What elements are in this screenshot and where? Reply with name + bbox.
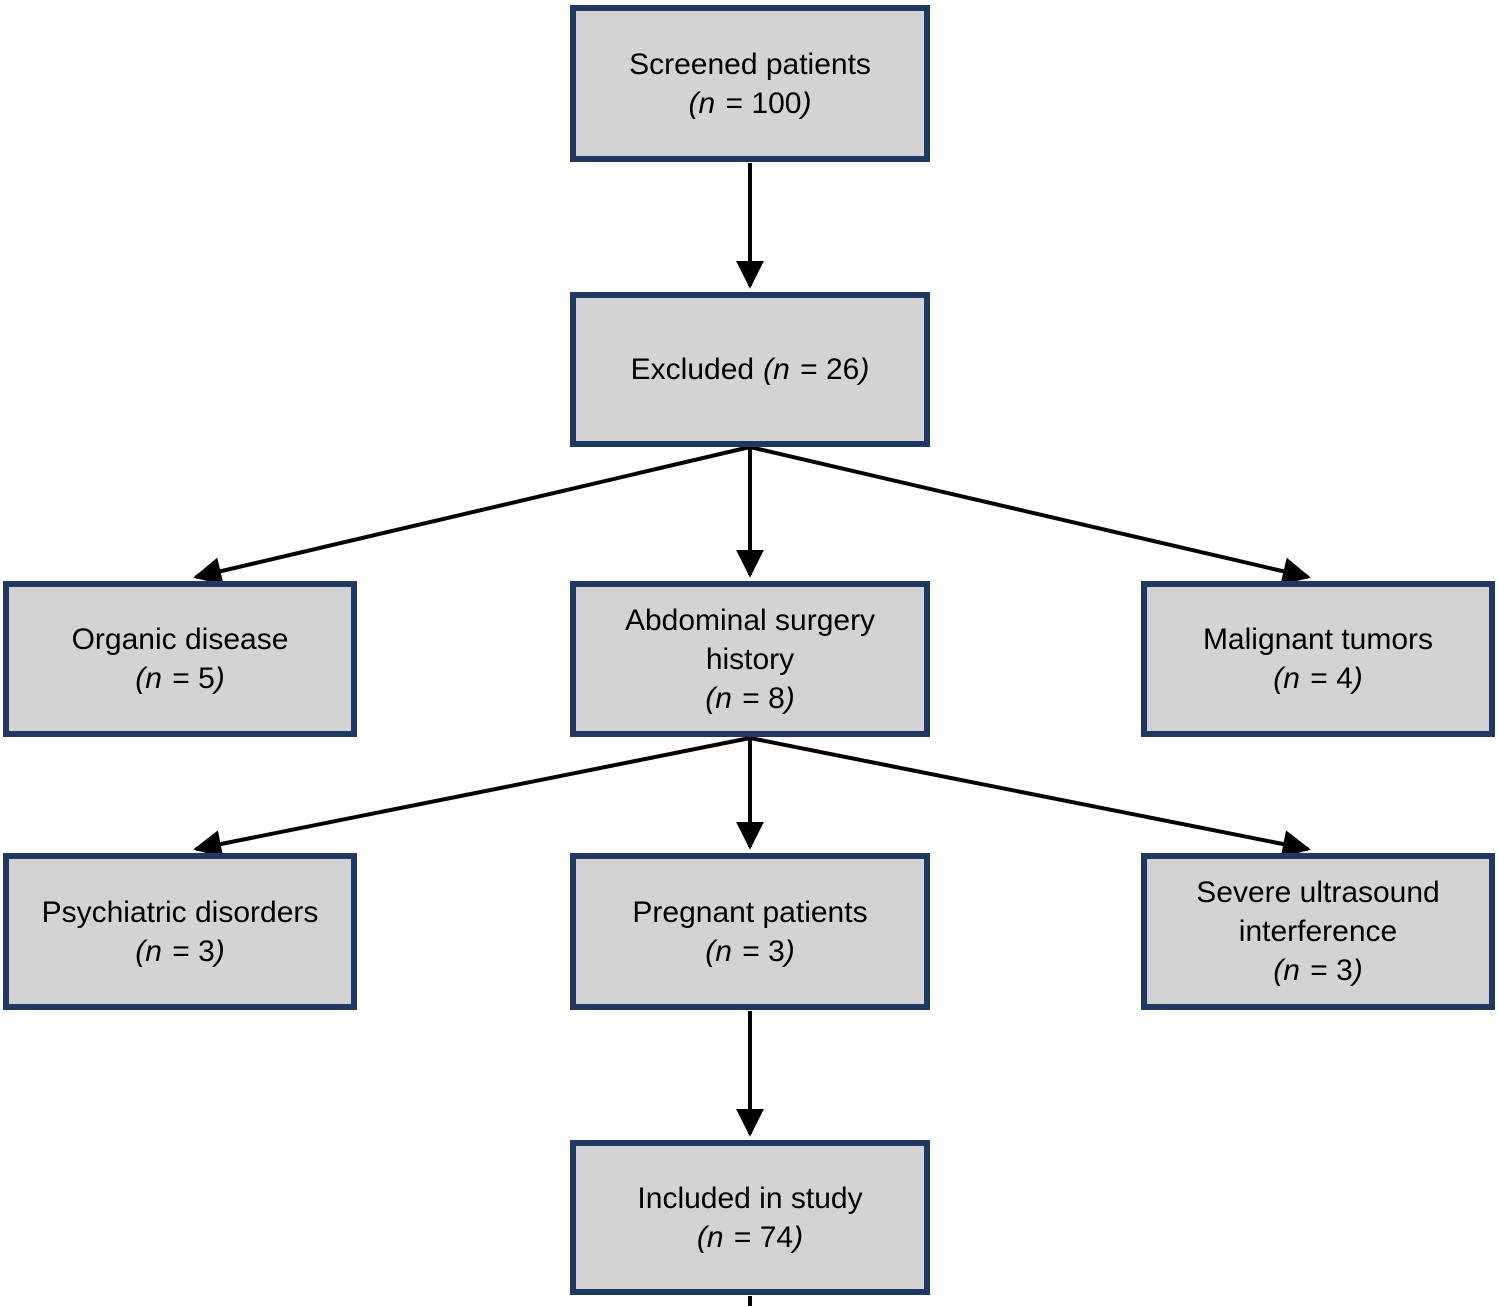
node-excluded: Excluded(n = 26)	[570, 292, 930, 447]
node-organic-disease: Organic disease (n = 5)	[3, 581, 357, 737]
node-count: (n = 3)	[1273, 954, 1363, 987]
node-severe-ultrasound-interference: Severe ultrasound interference (n = 3)	[1141, 853, 1495, 1010]
node-count: (n = 8)	[705, 681, 795, 715]
node-psychiatric-disorders: Psychiatric disorders (n = 3)	[3, 853, 357, 1010]
node-count: (n = 3)	[135, 934, 225, 968]
n-variable: n	[773, 353, 790, 386]
node-text: Pregnant patients (n = 3)	[632, 893, 867, 971]
n-variable: n	[698, 86, 716, 120]
n-variable: n	[715, 681, 732, 715]
node-text: Psychiatric disorders (n = 3)	[42, 893, 319, 971]
node-label: Psychiatric disorders	[41, 895, 319, 929]
node-count: (n = 3)	[705, 934, 795, 968]
node-included-in-study: Included in study (n = 74)	[570, 1140, 930, 1295]
node-malignant-tumors: Malignant tumors (n = 4)	[1141, 581, 1495, 737]
n-variable: n	[145, 662, 162, 695]
node-abdominal-surgery-history: Abdominal surgery history (n = 8)	[570, 581, 930, 737]
node-label: Abdominal surgery history	[624, 603, 876, 676]
n-variable: n	[1283, 662, 1300, 695]
node-label: Included in study	[637, 1181, 863, 1215]
node-text: Excluded(n = 26)	[631, 350, 870, 389]
arrow-abdominal-to-severe	[749, 736, 1311, 858]
node-count: (n = 74)	[696, 1220, 804, 1254]
n-variable: n	[1283, 954, 1300, 987]
node-text: Included in study (n = 74)	[637, 1179, 862, 1257]
arrow-abdominal-to-psych	[193, 736, 751, 858]
node-count: (n = 26)	[763, 353, 870, 386]
node-text: Malignant tumors (n = 4)	[1203, 620, 1433, 698]
node-text: Severe ultrasound interference (n = 3)	[1157, 873, 1479, 990]
node-text: Organic disease (n = 5)	[72, 620, 289, 698]
n-variable: n	[706, 1220, 724, 1254]
node-text: Screened patients (n = 100)	[629, 45, 871, 123]
node-count: (n = 5)	[135, 662, 225, 695]
node-pregnant-patients: Pregnant patients (n = 3)	[570, 853, 930, 1010]
arrow-excluded-to-malignant	[749, 445, 1311, 585]
node-label: Malignant tumors	[1202, 623, 1434, 656]
n-variable: n	[145, 934, 162, 968]
arrow-excluded-to-organic	[193, 445, 751, 585]
node-label: Severe ultrasound interference	[1196, 876, 1440, 948]
node-label: Pregnant patients	[632, 895, 868, 929]
n-variable: n	[715, 934, 732, 968]
node-text: Abdominal surgery history (n = 8)	[586, 601, 914, 718]
node-count: (n = 100)	[688, 86, 812, 120]
node-screened-patients: Screened patients (n = 100)	[570, 5, 930, 162]
node-count: (n = 4)	[1273, 662, 1363, 695]
node-label: Screened patients	[629, 47, 871, 81]
node-label: Organic disease	[71, 623, 289, 656]
node-label: Excluded	[630, 353, 755, 386]
